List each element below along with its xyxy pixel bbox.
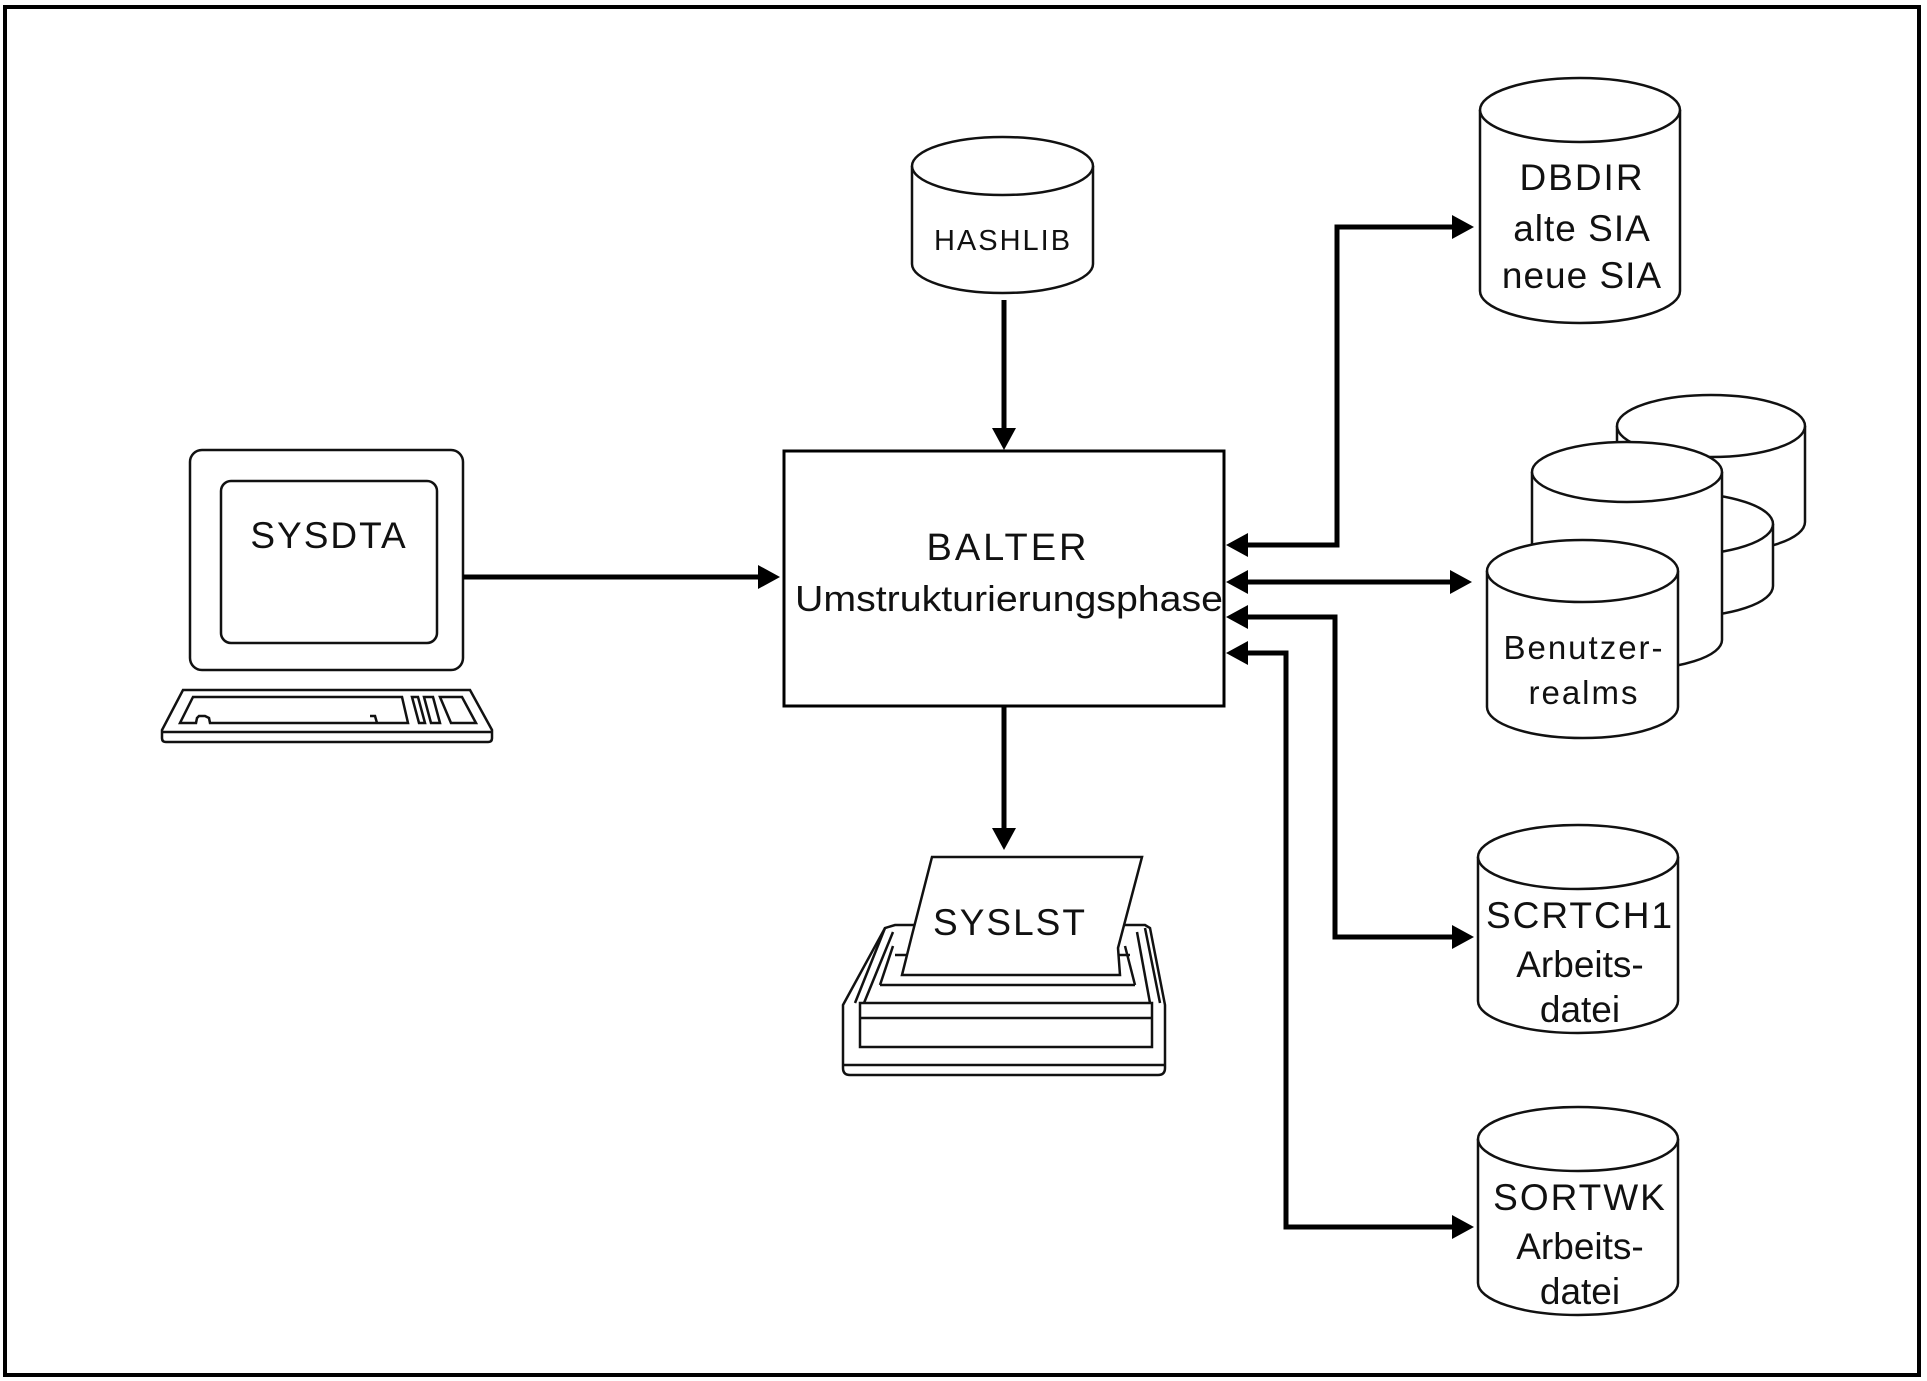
printer-label: SYSLST — [933, 902, 1087, 943]
benutzerrealms-label-line-2: realms — [1528, 674, 1639, 711]
printer-icon — [841, 855, 1167, 1077]
database-cylinder-icon — [1478, 76, 1682, 325]
dbdir-label-line-2: alte SIA — [1513, 208, 1651, 249]
database-cylinder-icon — [1476, 823, 1680, 1035]
benutzerrealms-node: Benutzer- realms — [1485, 393, 1807, 740]
hashlib-label: HASHLIB — [934, 225, 1072, 257]
edge-balter-dbdir — [1226, 215, 1474, 557]
arrowhead-icon — [1226, 570, 1248, 594]
database-cylinder-icon — [910, 135, 1095, 295]
keyboard — [160, 688, 494, 744]
dbdir-node: DBDIR alte SIA neue SIA — [1478, 76, 1682, 325]
arrowhead-icon — [758, 565, 780, 589]
arrowhead-icon — [1452, 925, 1474, 949]
terminal-node: SYSDTA — [160, 448, 494, 744]
hashlib-node: HASHLIB — [910, 135, 1095, 295]
stacked-database-cylinders-icon — [1485, 393, 1807, 740]
sortwk-node: SORTWK Arbeits- datei — [1476, 1105, 1680, 1317]
arrowhead-icon — [992, 828, 1016, 850]
edge-balter-to-syslst — [992, 706, 1016, 850]
arrowhead-icon — [1452, 1215, 1474, 1239]
dbdir-label-line-3: neue SIA — [1502, 255, 1662, 296]
computer-terminal-icon — [160, 448, 494, 744]
edge-balter-scrtch1 — [1226, 605, 1474, 949]
benutzerrealms-label-line-1: Benutzer- — [1503, 629, 1664, 666]
database-cylinder-icon — [1476, 1105, 1680, 1317]
arrowhead-icon — [1452, 215, 1474, 239]
printer-paper — [900, 855, 1144, 977]
arrowhead-icon — [992, 428, 1016, 450]
sortwk-label-line-2: Arbeits- — [1516, 1226, 1643, 1267]
balter-title: BALTER — [926, 527, 1089, 569]
arrowhead-icon — [1226, 641, 1248, 665]
edge-balter-sortwk — [1226, 641, 1474, 1239]
sortwk-label-line-1: SORTWK — [1493, 1177, 1667, 1218]
scrtch1-label-line-2: Arbeits- — [1516, 944, 1643, 985]
edge-hashlib-to-balter — [992, 300, 1016, 450]
printer-node: SYSLST — [841, 855, 1167, 1077]
scrtch1-node: SCRTCH1 Arbeits- datei — [1476, 823, 1680, 1035]
monitor-screen — [219, 479, 439, 645]
scrtch1-label-line-1: SCRTCH1 — [1486, 895, 1674, 936]
scrtch1-label-line-3: datei — [1540, 989, 1620, 1030]
edge-balter-benutzerrealms — [1226, 570, 1472, 594]
arrowhead-icon — [1226, 533, 1248, 557]
arrowhead-icon — [1226, 605, 1248, 629]
diagram-frame — [3, 5, 1921, 1377]
sortwk-label-line-3: datei — [1540, 1271, 1620, 1312]
arrowhead-icon — [1450, 570, 1472, 594]
dbdir-label-line-1: DBDIR — [1519, 157, 1644, 198]
balter-node: BALTER Umstrukturierungsphase — [782, 449, 1226, 708]
balter-subtitle: Umstrukturierungsphase — [795, 578, 1223, 619]
edge-sysdta-to-balter — [463, 565, 780, 589]
terminal-label: SYSDTA — [250, 515, 407, 556]
database-cylinder-icon — [1485, 538, 1680, 740]
balter-process-box — [782, 449, 1226, 708]
